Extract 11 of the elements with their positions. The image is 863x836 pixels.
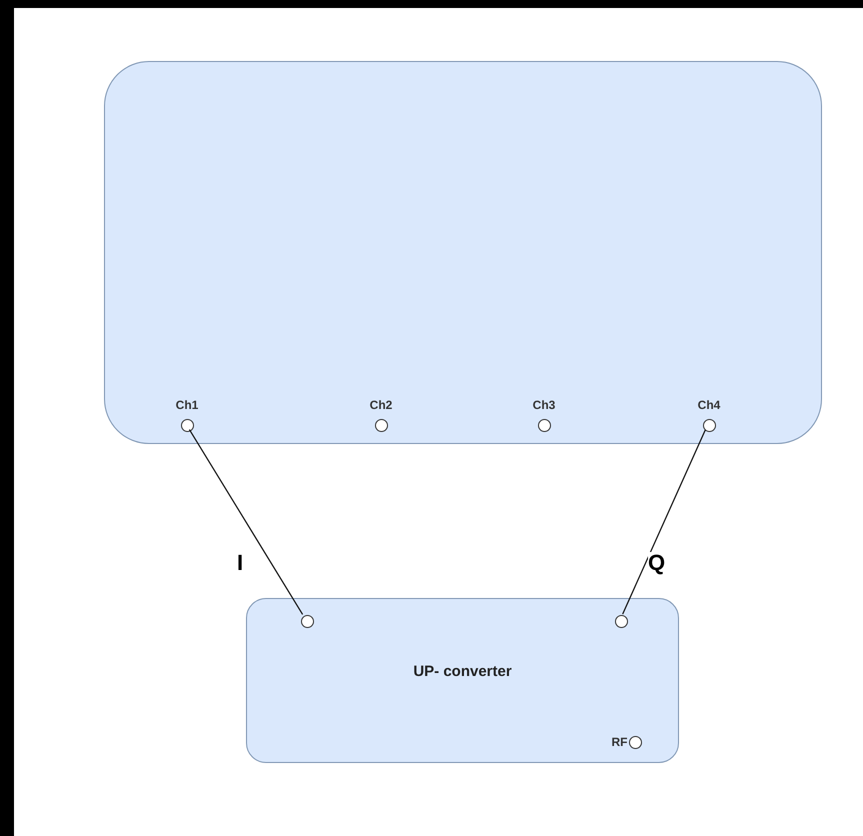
node-label: Ch1 xyxy=(176,398,198,412)
node-label: Ch2 xyxy=(370,398,392,412)
process-box xyxy=(246,598,679,763)
connector-line xyxy=(188,429,304,615)
node-label: RF xyxy=(612,735,628,749)
node-label: Ch4 xyxy=(698,398,720,412)
node-label: UP- converter xyxy=(413,662,512,682)
connector-line xyxy=(622,430,706,614)
device-box xyxy=(104,61,822,444)
edge-label: Q xyxy=(648,552,666,574)
node-label: Ch3 xyxy=(532,398,556,412)
